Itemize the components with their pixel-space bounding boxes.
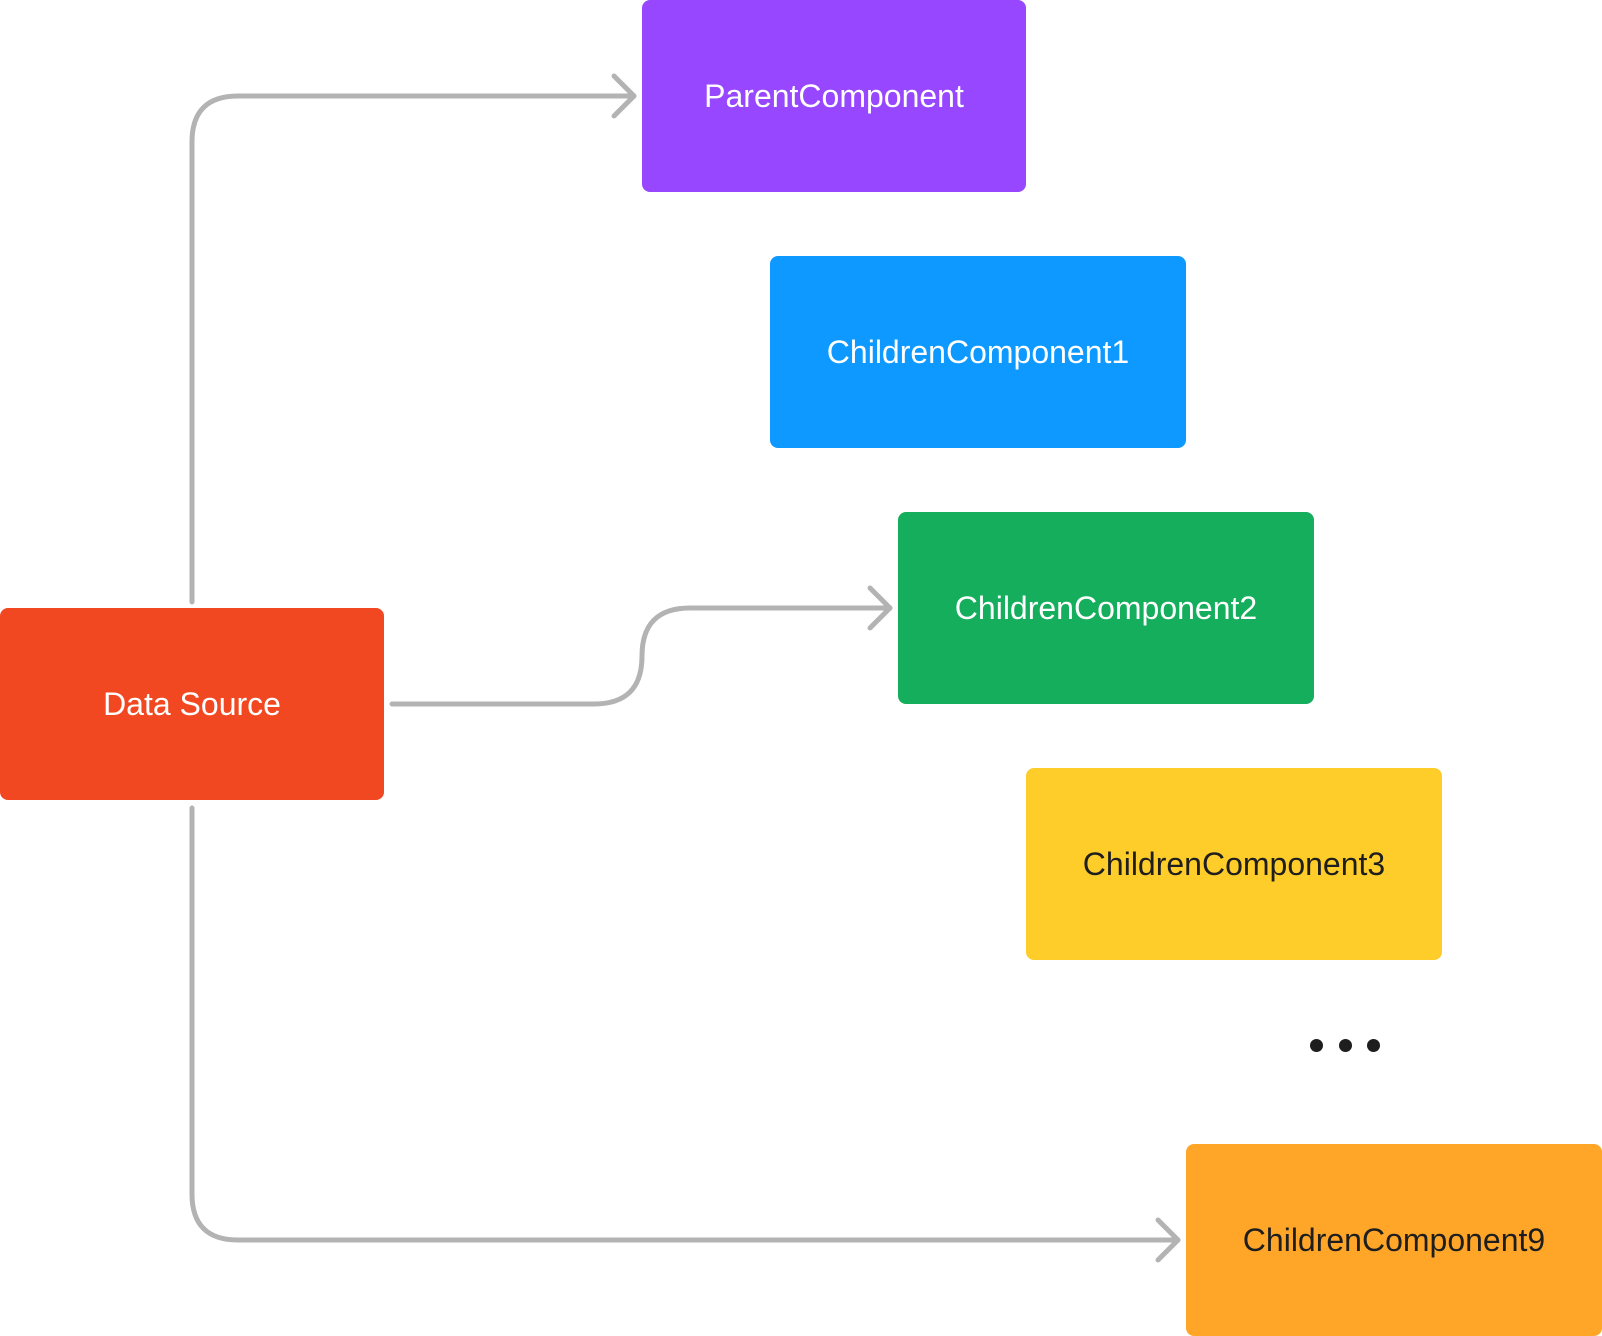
children-component-2-node[interactable]: ChildrenComponent2 <box>898 512 1314 704</box>
parent-component-node[interactable]: ParentComponent <box>642 0 1026 192</box>
parent-component-label: ParentComponent <box>704 77 964 114</box>
children-component-1-node[interactable]: ChildrenComponent1 <box>770 256 1186 448</box>
edge-datasource-to-parent <box>189 93 637 605</box>
arrowhead-child2-icon <box>867 585 893 631</box>
children-component-1-label: ChildrenComponent1 <box>826 333 1130 370</box>
children-component-3-label: ChildrenComponent3 <box>1082 845 1386 882</box>
children-component-3-node[interactable]: ChildrenComponent3 <box>1026 768 1442 960</box>
ellipsis-dot <box>1310 1038 1323 1052</box>
children-component-9-node[interactable]: ChildrenComponent9 <box>1186 1144 1602 1336</box>
children-component-2-label: ChildrenComponent2 <box>954 589 1258 626</box>
ellipsis-icon <box>1310 1030 1380 1060</box>
children-component-9-label: ChildrenComponent9 <box>1242 1221 1546 1258</box>
ellipsis-dot <box>1338 1038 1352 1052</box>
edge-datasource-to-child2 <box>389 605 893 707</box>
data-source-label: Data Source <box>103 685 281 722</box>
edge-datasource-to-child9 <box>189 805 1181 1243</box>
ellipsis-dot <box>1367 1038 1380 1052</box>
arrowhead-parent-icon <box>611 73 637 119</box>
arrowhead-child9-icon <box>1155 1217 1181 1263</box>
data-source-node[interactable]: Data Source <box>0 608 384 800</box>
